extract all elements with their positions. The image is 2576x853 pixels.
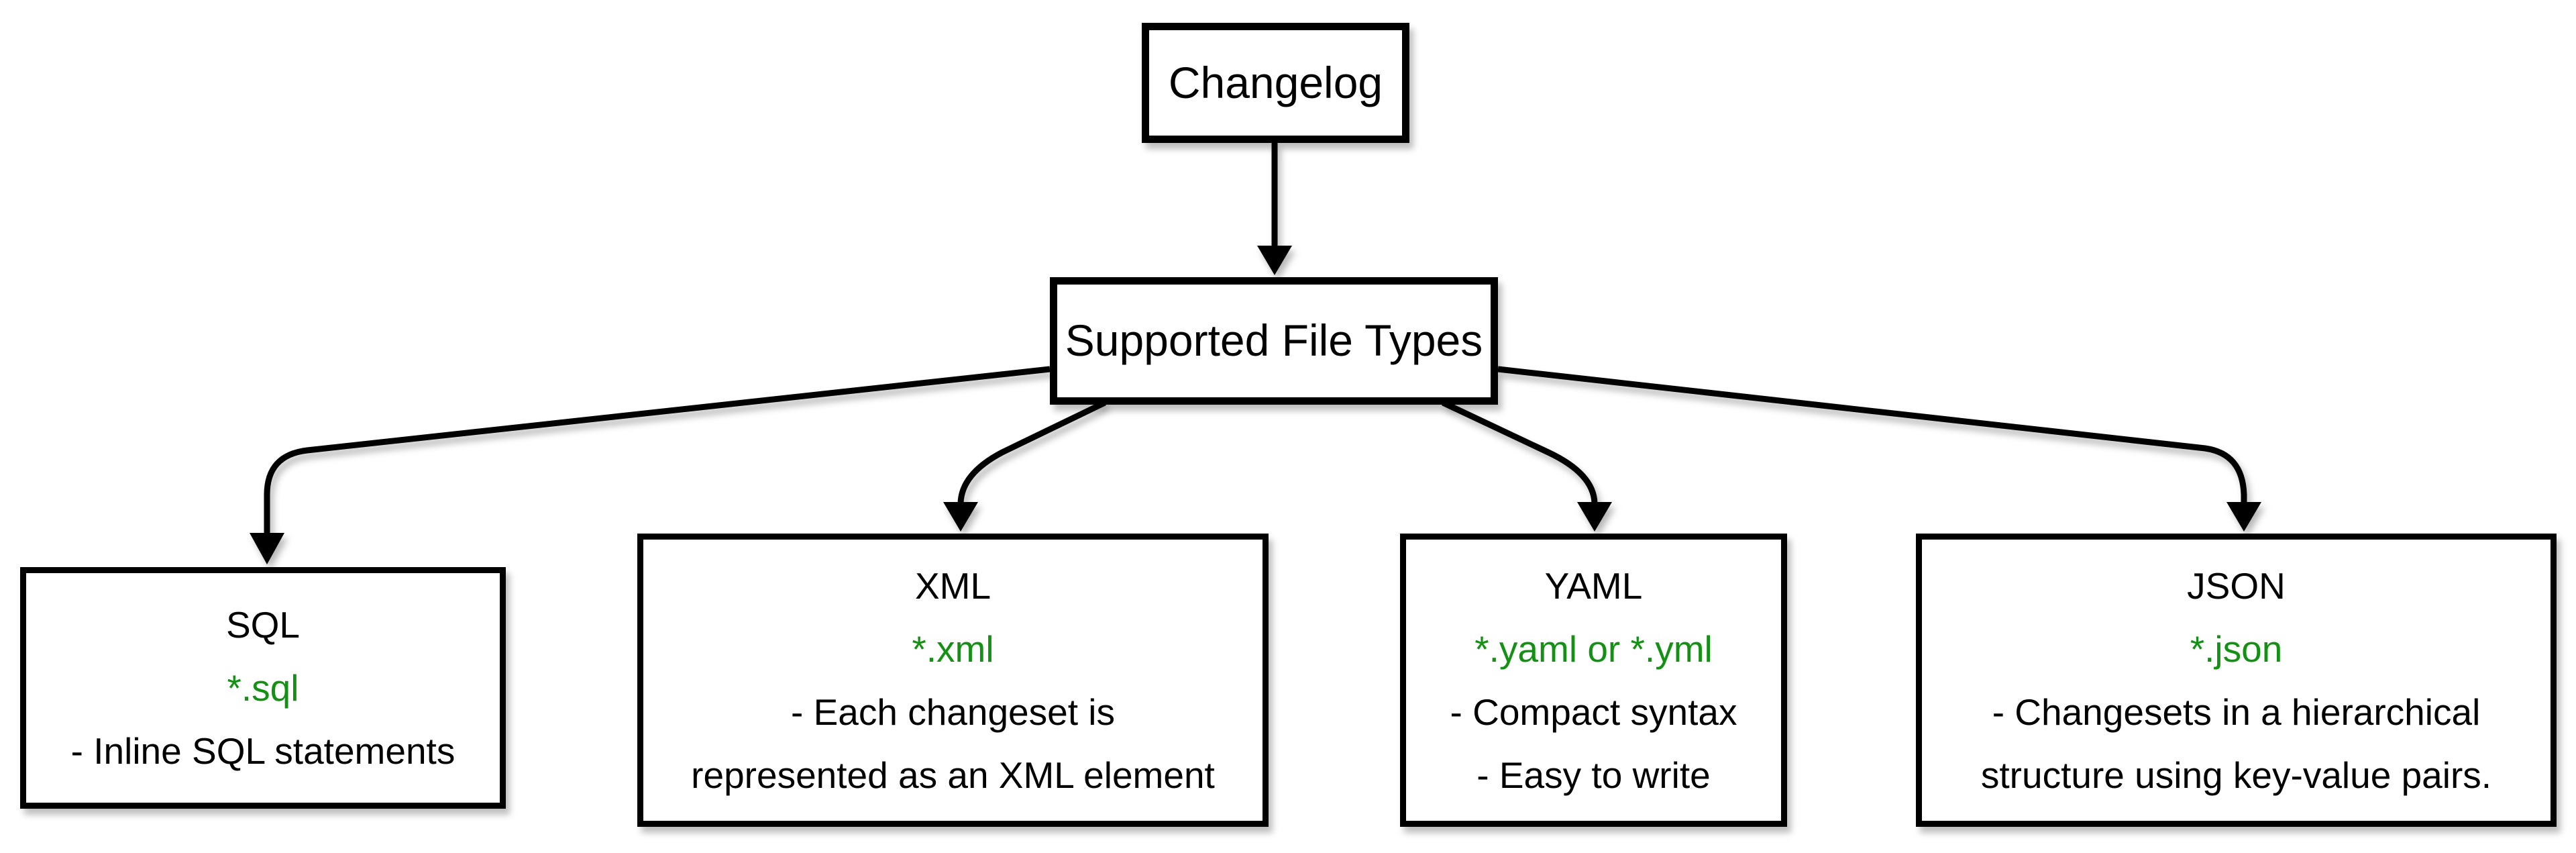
node-yaml-desc-line: - Easy to write	[1477, 754, 1711, 796]
node-yaml-title: YAML	[1544, 564, 1643, 607]
node-yaml: YAML *.yaml or *.yml - Compact syntax - …	[1400, 534, 1787, 827]
node-sql-extension: *.sql	[227, 667, 299, 709]
edge-supported-file-types-to-sql	[250, 366, 1051, 564]
node-sql: SQL *.sql - Inline SQL statements	[20, 567, 506, 809]
node-supported-file-types-label: Supported File Types	[1065, 315, 1483, 366]
arrowhead-icon	[943, 502, 978, 532]
node-json-extension: *.json	[2190, 628, 2283, 670]
node-xml: XML *.xml - Each changeset is represente…	[637, 534, 1269, 827]
node-supported-file-types: Supported File Types	[1050, 277, 1498, 405]
node-json-desc-line: structure using key-value pairs.	[1980, 754, 2492, 796]
node-xml-desc-line: - Each changeset is	[790, 691, 1116, 733]
edge-supported-file-types-to-xml	[943, 399, 1106, 532]
node-xml-desc-line: represented as an XML element	[691, 754, 1215, 796]
node-changelog-label: Changelog	[1168, 57, 1383, 107]
edge-supported-file-types-to-json	[1497, 366, 2261, 532]
arrowhead-icon	[250, 533, 284, 564]
node-yaml-extension: *.yaml or *.yml	[1474, 628, 1713, 670]
node-json-title: JSON	[2187, 564, 2286, 607]
node-sql-desc-line: - Inline SQL statements	[70, 730, 455, 772]
node-xml-title: XML	[914, 564, 991, 607]
arrowhead-icon	[2226, 502, 2261, 532]
edge-supported-file-types-to-yaml	[1442, 399, 1612, 532]
node-json: JSON *.json - Changesets in a hierarchic…	[1916, 534, 2557, 827]
node-json-desc-line: - Changesets in a hierarchical	[1992, 691, 2481, 733]
node-sql-title: SQL	[225, 604, 301, 646]
arrowhead-icon	[1577, 502, 1612, 532]
edge-changelog-to-supported-file-types	[1257, 143, 1292, 275]
node-xml-extension: *.xml	[912, 628, 994, 670]
node-yaml-desc-line: - Compact syntax	[1450, 691, 1737, 733]
arrowhead-icon	[1257, 246, 1292, 275]
node-changelog: Changelog	[1142, 23, 1409, 143]
